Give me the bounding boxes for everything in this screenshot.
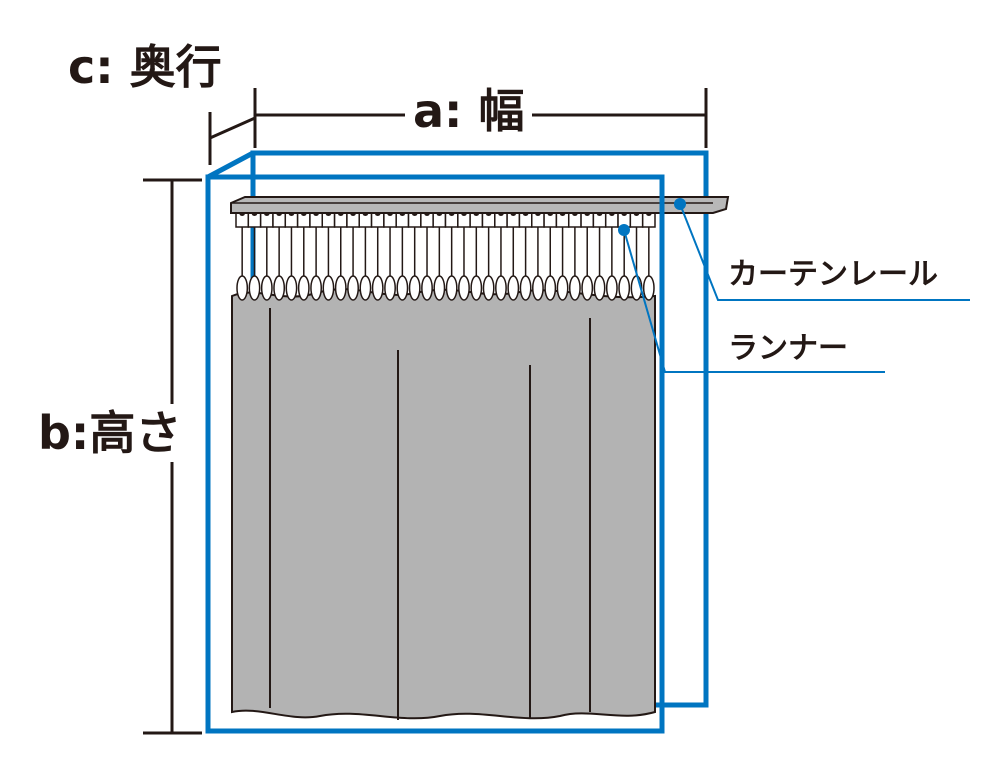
runner — [592, 212, 607, 301]
runner — [506, 212, 521, 301]
rail-pointer-dot — [674, 198, 686, 210]
runner — [604, 212, 619, 301]
curtain — [231, 288, 656, 720]
runner — [370, 212, 385, 301]
curtain-folds — [269, 308, 591, 720]
runner — [580, 212, 595, 301]
runner — [481, 212, 496, 301]
runner — [235, 212, 250, 301]
runner — [309, 212, 324, 301]
rail-label: カーテンレール — [728, 257, 938, 292]
runner — [420, 212, 434, 301]
runner — [321, 212, 336, 301]
height-label: b:高さ — [38, 404, 182, 462]
depth-line — [209, 116, 256, 140]
runner — [494, 212, 508, 301]
runners — [235, 212, 656, 301]
runner — [531, 212, 545, 301]
runner — [296, 212, 311, 301]
curtain-rail — [230, 196, 730, 214]
leader-lines — [623, 203, 970, 373]
runner — [247, 212, 262, 301]
runner — [555, 212, 570, 301]
front-frame — [205, 174, 665, 734]
runner — [333, 212, 348, 301]
runner — [346, 212, 360, 301]
runner — [469, 212, 484, 301]
runner — [518, 212, 533, 301]
runner — [358, 212, 373, 301]
runner — [395, 212, 410, 301]
runner — [457, 212, 471, 301]
runner — [259, 212, 274, 301]
depth-label: c: 奥行 — [68, 40, 222, 94]
runner — [284, 212, 299, 301]
runner — [567, 212, 582, 301]
runner — [407, 212, 422, 301]
runner — [444, 212, 459, 301]
runner — [383, 212, 397, 301]
runner — [272, 212, 287, 301]
width-label: a: 幅 — [405, 88, 533, 134]
runner — [432, 212, 447, 301]
runner — [543, 212, 558, 301]
runner-pointer-dot — [618, 224, 630, 236]
runner-label: ランナー — [728, 331, 848, 366]
runner — [641, 212, 656, 301]
